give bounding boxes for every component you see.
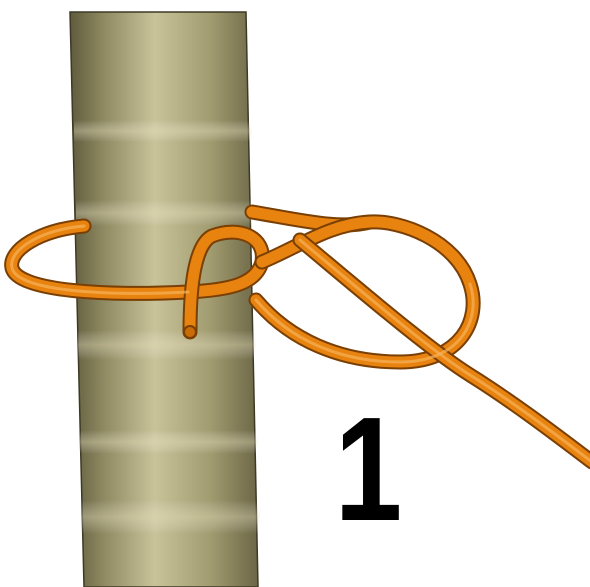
step-number: 1 — [334, 405, 403, 535]
